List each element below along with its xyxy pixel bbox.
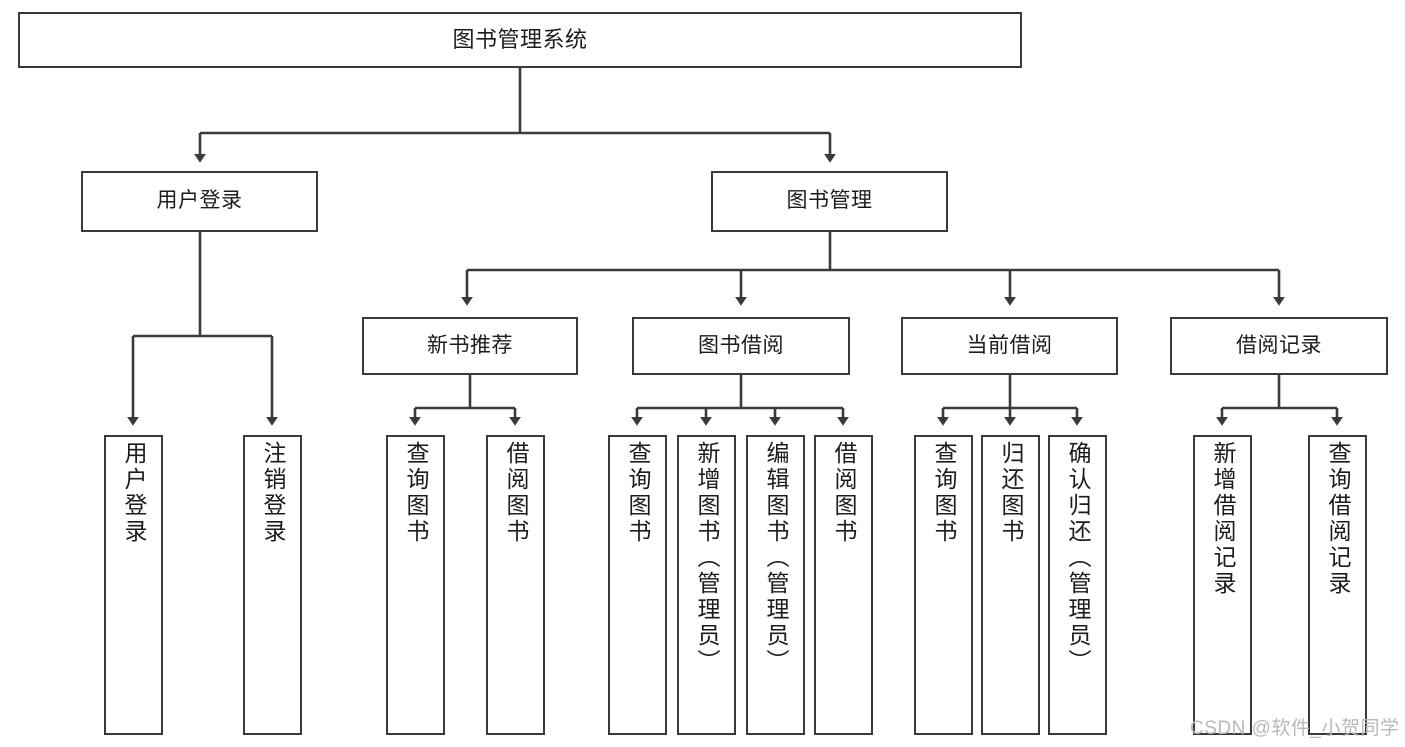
node-label: 确认归还（管理员） (1065, 441, 1091, 675)
node-book-borrow[interactable]: 图书借阅 (632, 317, 850, 375)
node-label: 图书管理 (786, 189, 873, 213)
watermark-text: CSDN @软件_小贺同学 (1190, 718, 1400, 739)
node-borrow-record[interactable]: 借阅记录 (1170, 317, 1388, 375)
node-label: 用户登录 (121, 441, 147, 545)
node-label: 归还图书 (998, 441, 1024, 545)
leaf-borrow-query-book[interactable]: 查询图书 (608, 435, 667, 735)
node-user-login[interactable]: 用户登录 (81, 171, 318, 232)
node-label: 新书推荐 (427, 333, 513, 357)
leaf-borrow-edit-book-admin[interactable]: 编辑图书（管理员） (746, 435, 805, 735)
leaf-current-return-book[interactable]: 归还图书 (981, 435, 1040, 735)
leaf-borrow-add-book-admin[interactable]: 新增图书（管理员） (677, 435, 736, 735)
node-label: 当前借阅 (966, 333, 1053, 357)
node-label: 查询图书 (625, 441, 651, 545)
node-label: 查询借阅记录 (1325, 441, 1351, 597)
leaf-recommend-borrow-book[interactable]: 借阅图书 (486, 435, 545, 735)
node-label: 注销登录 (260, 441, 286, 545)
node-label: 新增图书（管理员） (694, 441, 720, 675)
node-current-borrow[interactable]: 当前借阅 (901, 317, 1118, 375)
node-label: 借阅图书 (831, 441, 857, 545)
leaf-logout-login[interactable]: 注销登录 (243, 435, 302, 735)
node-label: 查询图书 (931, 441, 957, 545)
node-label: 图书管理系统 (452, 26, 588, 52)
leaf-recommend-query-book[interactable]: 查询图书 (386, 435, 445, 735)
leaf-current-confirm-return-admin[interactable]: 确认归还（管理员） (1048, 435, 1107, 735)
node-label: 借阅图书 (503, 441, 529, 545)
node-new-book-recommend[interactable]: 新书推荐 (362, 317, 578, 375)
node-label: 编辑图书（管理员） (763, 441, 789, 675)
leaf-record-add-record[interactable]: 新增借阅记录 (1193, 435, 1252, 735)
node-label: 用户登录 (156, 189, 243, 213)
node-book-management[interactable]: 图书管理 (711, 171, 948, 232)
leaf-current-query-book[interactable]: 查询图书 (914, 435, 973, 735)
node-label: 借阅记录 (1236, 333, 1322, 357)
node-label: 查询图书 (403, 441, 429, 545)
node-root-system[interactable]: 图书管理系统 (18, 12, 1022, 68)
leaf-borrow-borrow-book[interactable]: 借阅图书 (814, 435, 873, 735)
leaf-user-login[interactable]: 用户登录 (104, 435, 163, 735)
node-label: 图书借阅 (698, 333, 784, 357)
node-label: 新增借阅记录 (1210, 441, 1236, 597)
leaf-record-query-record[interactable]: 查询借阅记录 (1308, 435, 1367, 735)
